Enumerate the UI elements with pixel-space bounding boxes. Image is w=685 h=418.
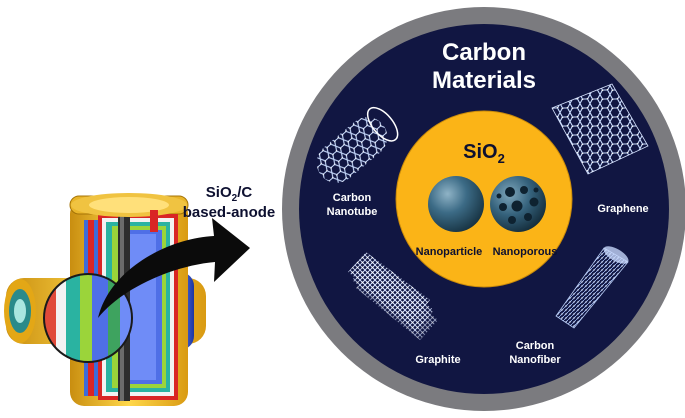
arrow-label-sio: SiO (206, 184, 232, 201)
nanoporous-sphere-icon (490, 176, 546, 232)
core-title: SiO2 (463, 141, 505, 166)
battery-illustration (4, 193, 206, 406)
carbon-nanofiber-icon (555, 246, 629, 329)
nanofiber-label-line2: Nanofiber (509, 354, 561, 366)
nanoporous-label: Nanoporous (493, 246, 558, 258)
nanoparticle-label: Nanoparticle (416, 246, 483, 258)
arrow-label: SiO2/C based-anode (183, 184, 276, 221)
graphite-label: Graphite (415, 354, 460, 366)
nanoparticle-sphere-icon (428, 176, 484, 232)
gold-core-disk (395, 110, 573, 288)
arrow-label-line2: based-anode (183, 204, 276, 221)
carbon-title-line1: Carbon (442, 39, 526, 66)
core-title-sio: SiO (463, 141, 497, 163)
sio2-core: SiO2 Nanoparticle Nanoporous (395, 110, 573, 288)
nanofiber-label-line1: Carbon (516, 340, 555, 352)
core-title-subscript: 2 (498, 151, 505, 166)
arrow-label-subscript: 2 (232, 193, 238, 204)
graphite-icon (348, 252, 438, 340)
nanotube-label-line1: Carbon (333, 192, 372, 204)
curved-arrow (98, 218, 250, 318)
graphene-icon (551, 83, 649, 175)
carbon-materials-disk: Carbon Materials Carbon Nanotube Graphen… (282, 7, 685, 411)
nanotube-label-line2: Nanotube (327, 206, 378, 218)
arrow-label-suffix: /C (237, 184, 252, 201)
graphene-label: Graphene (597, 203, 648, 215)
carbon-title-line2: Materials (432, 67, 536, 94)
carbon-nanotube-icon (316, 106, 399, 183)
arrow-label-line1: SiO2/C (206, 184, 253, 204)
